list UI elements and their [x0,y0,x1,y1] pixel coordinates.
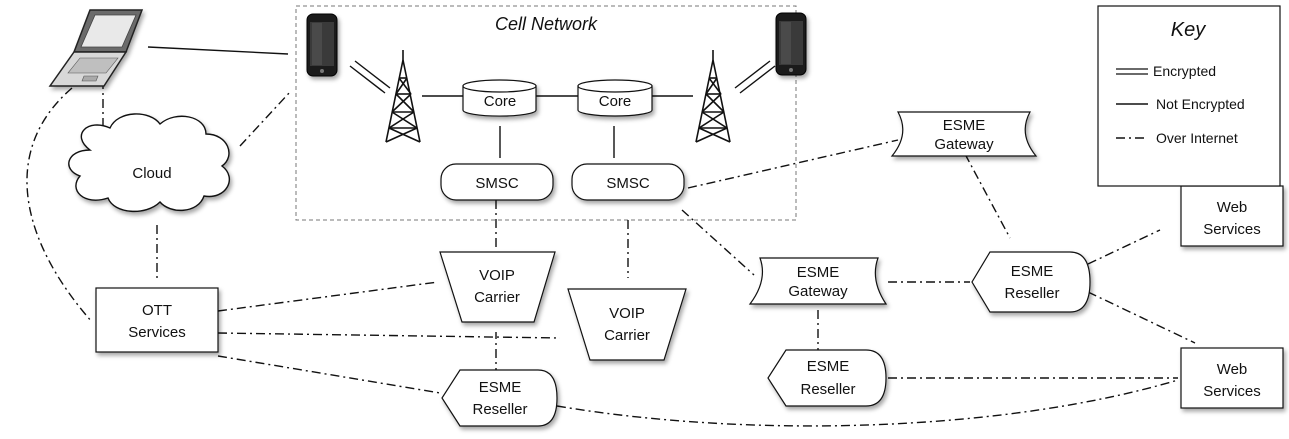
esme-reseller-bottom-line2: Reseller [472,401,527,418]
legend: Key Encrypted Not Encrypted Over Interne… [1097,5,1281,187]
voip-carrier-upper [439,251,556,323]
esme-reseller-bottom-line1: ESME [479,379,522,396]
esme-reseller-mid [767,349,887,407]
web-services-bottom [1180,347,1284,409]
cloud-label: Cloud [132,165,171,182]
esme-gateway-mid-line2: Gateway [788,283,848,300]
cell-tower-icon-right [695,50,731,143]
legend-not-encrypted-label: Not Encrypted [1156,96,1245,112]
legend-title: Key [1171,19,1206,41]
voip-lower-line2: Carrier [604,327,650,344]
esme-reseller-right [971,251,1091,313]
legend-encrypted-label: Encrypted [1153,63,1216,79]
esme-reseller-mid-line1: ESME [807,358,850,375]
core-node-right [577,79,653,117]
esme-reseller-bottom [441,369,558,427]
esme-reseller-mid-line2: Reseller [800,381,855,398]
phone-icon-left [306,13,338,77]
web-services-top [1180,185,1284,247]
esme-gateway-mid-line1: ESME [797,264,840,281]
connections [26,46,1196,427]
cell-network-title: Cell Network [495,14,598,34]
web-services-top-line1: Web [1217,199,1248,216]
esme-gateway-mid [748,257,888,305]
smsc-left-label: SMSC [475,175,519,192]
core-right-label: Core [599,93,632,110]
voip-lower-line1: VOIP [609,305,645,322]
line-gap-marker [478,326,512,332]
smsc-right-label: SMSC [606,175,650,192]
web-services-top-line2: Services [1203,221,1261,238]
ott-line1: OTT [142,302,172,319]
cell-tower-icon-left [385,50,421,143]
smsc-node-left [440,163,554,201]
esme-reseller-right-line1: ESME [1011,263,1054,280]
laptop-icon [48,9,144,87]
core-left-label: Core [484,93,517,110]
voip-upper-line1: VOIP [479,267,515,284]
ott-services-node [95,287,219,353]
voip-upper-line2: Carrier [474,289,520,306]
esme-gateway-top [890,111,1038,157]
esme-reseller-right-line2: Reseller [1004,285,1059,302]
esme-gateway-top-line2: Gateway [934,136,994,153]
voip-carrier-lower [567,288,687,361]
web-services-bottom-line1: Web [1217,361,1248,378]
esme-gateway-top-line1: ESME [943,117,986,134]
phone-icon-right [775,12,807,76]
smsc-node-right [571,163,685,201]
web-services-bottom-line2: Services [1203,383,1261,400]
cloud-icon [68,113,231,213]
legend-over-internet-label: Over Internet [1156,130,1238,146]
ott-line2: Services [128,324,186,341]
core-node-left [462,79,537,117]
